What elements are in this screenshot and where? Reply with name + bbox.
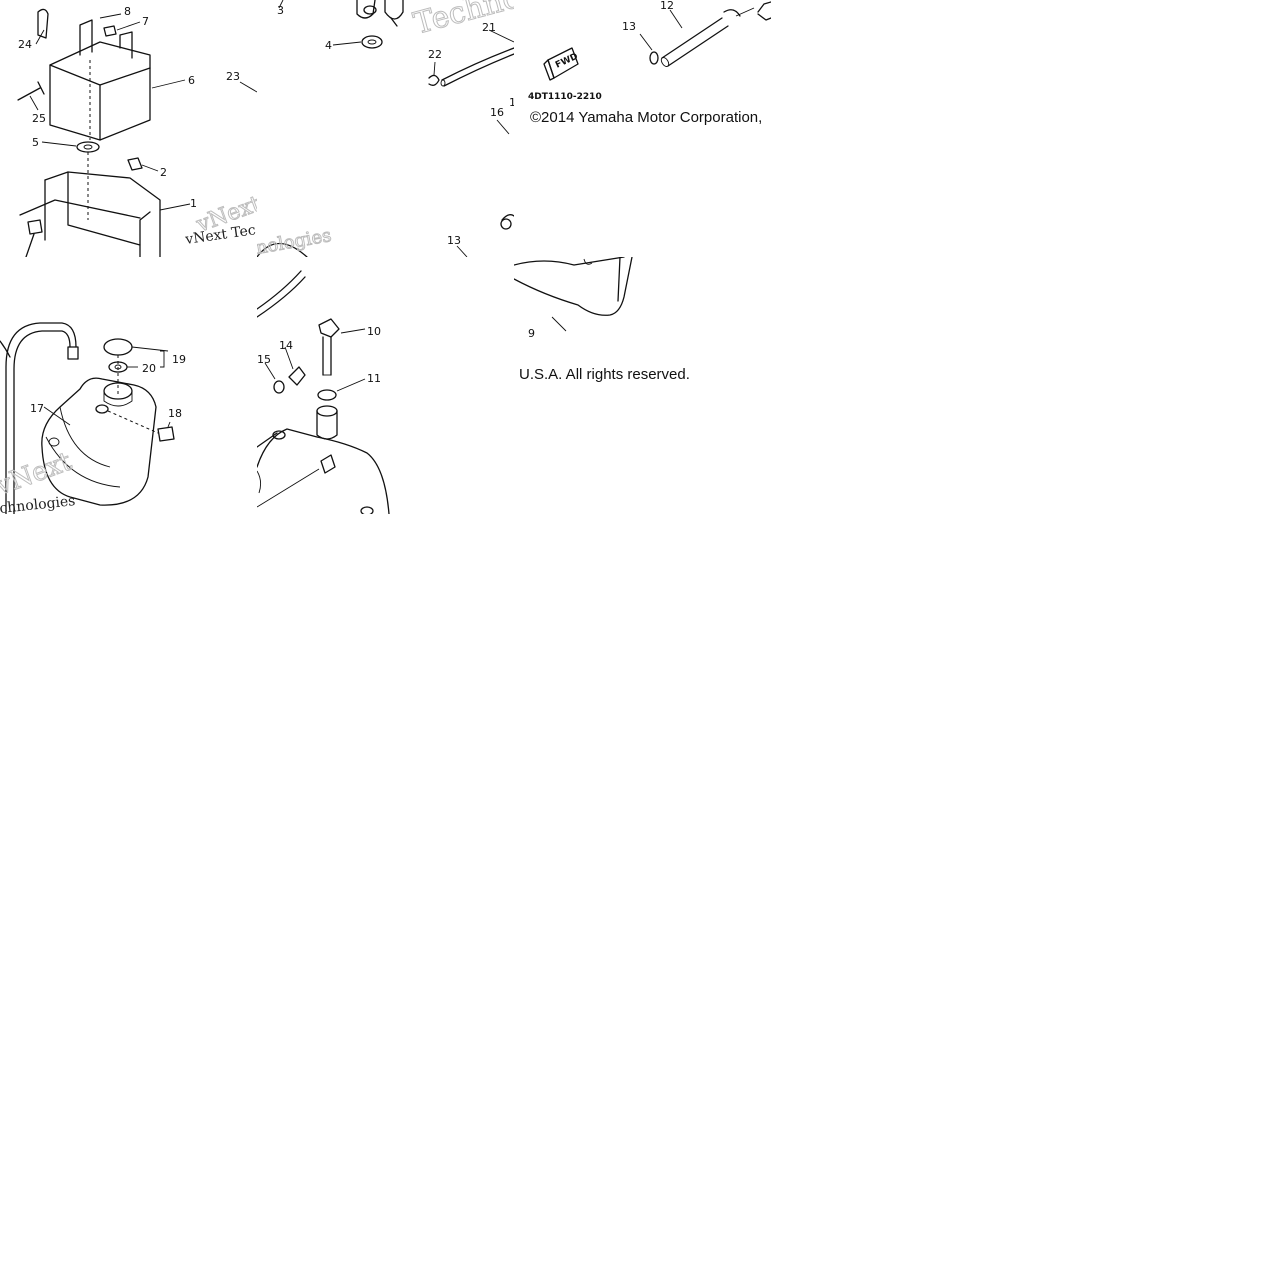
oil-tank-drawing: 19 20 17 18 vNext chnologies [0, 322, 186, 514]
diagram-tile-hoses: 3 4 22 21 13 16 1 Techno nologies [257, 0, 514, 257]
battery-box-drawing: 8 7 24 6 25 5 2 1 23 vNext Tec vNext [17, 5, 257, 257]
callout-23: 23 [226, 70, 240, 83]
fwd-drawing: FWD 12 13 4DT1110-2210 [528, 0, 771, 102]
callout-19: 19 [172, 353, 186, 366]
copyright-line-2: U.S.A. All rights reserved. [519, 366, 690, 383]
callout-4: 4 [325, 39, 332, 52]
callout-21: 21 [482, 21, 496, 34]
diagram-code: 4DT1110-2210 [528, 92, 602, 102]
callout-24: 24 [18, 38, 32, 51]
callout-14: 14 [279, 339, 293, 352]
callout-9: 9 [528, 327, 535, 340]
watermark-text-left: chnologies [0, 493, 76, 514]
diagram-tile-fwd: FWD 12 13 4DT1110-2210 ©2014 Yamaha Moto… [514, 0, 771, 257]
callout-17: 17 [30, 402, 44, 415]
hoses-drawing: 3 4 22 21 13 16 1 Techno nologies [257, 0, 514, 257]
callout-22: 22 [428, 48, 442, 61]
tank-drawing: 9 [514, 257, 633, 340]
callout-11: 11 [367, 372, 381, 385]
callout-7: 7 [142, 15, 149, 28]
callout-1: 1 [190, 197, 197, 210]
callout-2: 2 [160, 166, 167, 179]
diagram-tile-drain: 10 14 15 11 [257, 257, 514, 514]
callout-3: 3 [277, 4, 284, 17]
callout-5: 5 [32, 136, 39, 149]
callout-8: 8 [124, 5, 131, 18]
drain-drawing: 10 14 15 11 [257, 270, 390, 514]
copyright-line-1: ©2014 Yamaha Motor Corporation, [530, 109, 763, 126]
callout-16: 16 [490, 106, 504, 119]
callout-12: 12 [660, 0, 674, 12]
callout-25: 25 [32, 112, 46, 125]
callout-1-edge: 1 [509, 96, 514, 109]
callout-6: 6 [188, 74, 195, 87]
diagram-tile-oil-tank: 19 20 17 18 vNext chnologies [0, 257, 257, 514]
diagram-tile-battery-box: 8 7 24 6 25 5 2 1 23 vNext Tec vNext [0, 0, 257, 257]
watermark-outline-top: Techno [410, 0, 514, 42]
callout-15: 15 [257, 353, 271, 366]
diagram-tile-tank: 9 U.S.A. All rights reserved. [514, 257, 771, 514]
watermark-outline-mid: nologies [257, 225, 333, 257]
callout-13-fwd: 13 [622, 20, 636, 33]
callout-20: 20 [142, 362, 156, 375]
callout-13: 13 [447, 234, 461, 247]
callout-18: 18 [168, 407, 182, 420]
callout-10: 10 [367, 325, 381, 338]
